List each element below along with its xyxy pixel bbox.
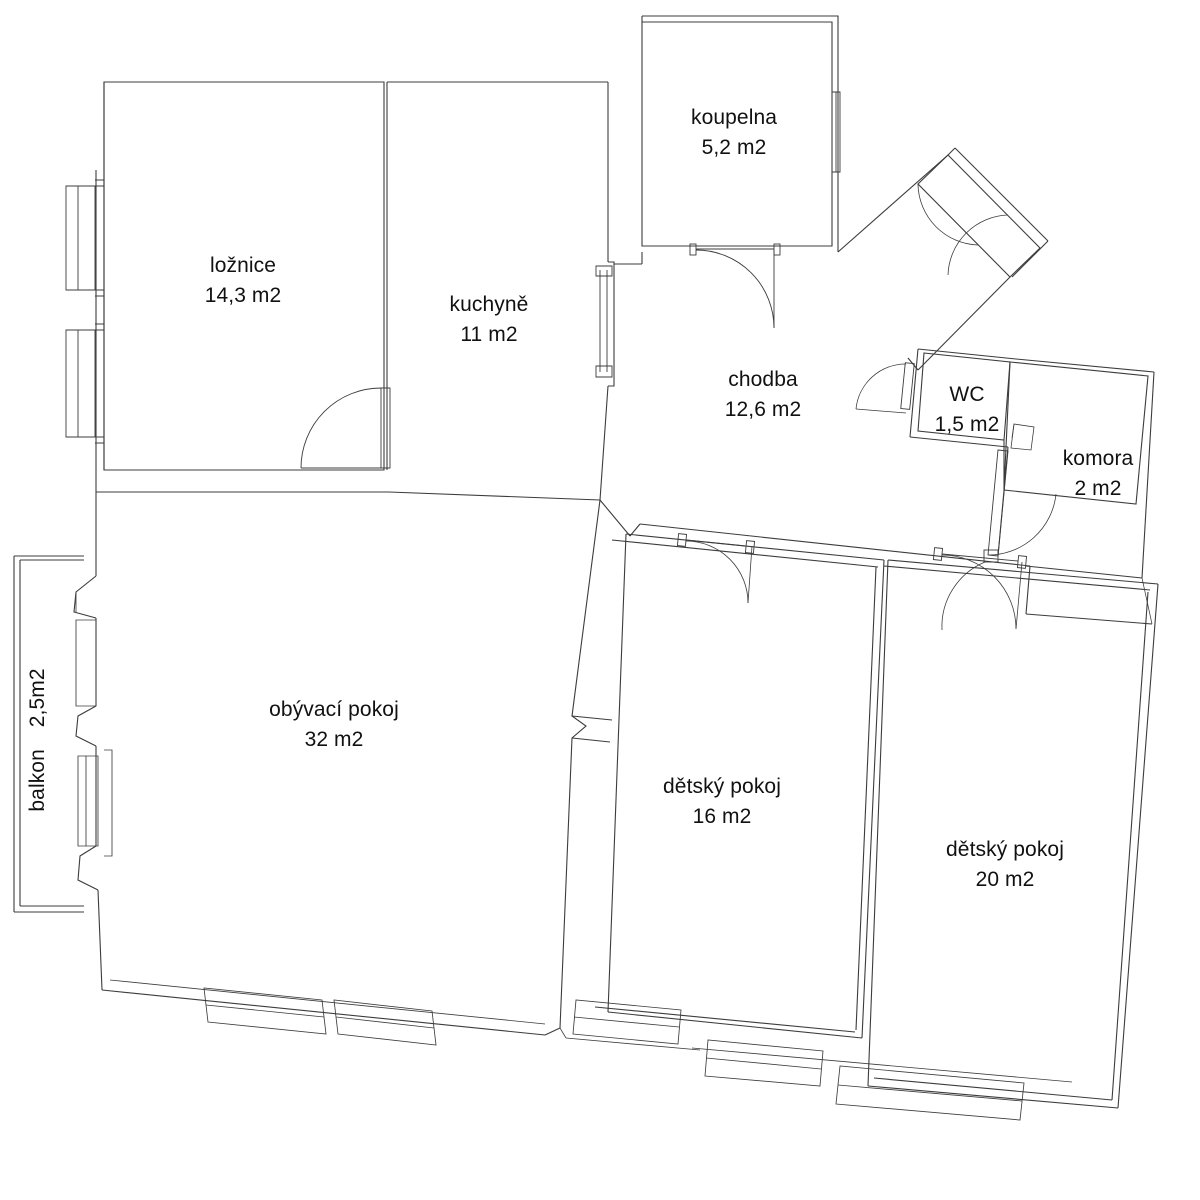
room-outline-obyvaci-pokoj xyxy=(73,491,601,1036)
door-koupelna xyxy=(689,243,781,329)
window-kuchyne xyxy=(595,265,613,378)
window-obyvaci-right xyxy=(333,999,437,1046)
room-outline-detsky-20 xyxy=(867,559,1159,1109)
window-detsky-16 xyxy=(572,999,682,1045)
door-chodba-hall xyxy=(941,549,999,631)
room-outline-loznice xyxy=(95,81,385,492)
window-obyvaci-wall-lower xyxy=(77,749,113,857)
window-loznice-lower xyxy=(65,323,105,444)
room-outline-komora xyxy=(997,358,1155,579)
room-outline-kuchyne xyxy=(386,81,615,501)
room-outline-balkon xyxy=(13,555,84,913)
room-outline-detsky-16 xyxy=(571,533,885,1039)
window-obyvaci-wall-upper xyxy=(75,619,97,707)
door-detsky-20 xyxy=(932,547,1028,630)
room-outline-chodba xyxy=(599,147,1049,567)
room-outline-koupelna xyxy=(641,15,839,252)
door-wc xyxy=(855,362,915,414)
window-loznice-upper xyxy=(65,179,105,297)
wall-inner-obyvaci-bottom xyxy=(109,979,546,1025)
room-outline-wc xyxy=(909,348,1035,451)
door-detsky-16 xyxy=(676,533,756,604)
door-loznice-kuchyne xyxy=(300,387,391,469)
misc-thin-lines xyxy=(559,357,1153,1039)
window-obyvaci-left xyxy=(203,987,327,1035)
window-detsky-20-right xyxy=(835,1065,1025,1121)
wall-outer-detsky-20-bottom xyxy=(565,1037,1073,1083)
window-koupelna xyxy=(832,91,841,173)
door-komora xyxy=(987,449,1057,557)
window-detsky-20-left xyxy=(704,1039,824,1087)
